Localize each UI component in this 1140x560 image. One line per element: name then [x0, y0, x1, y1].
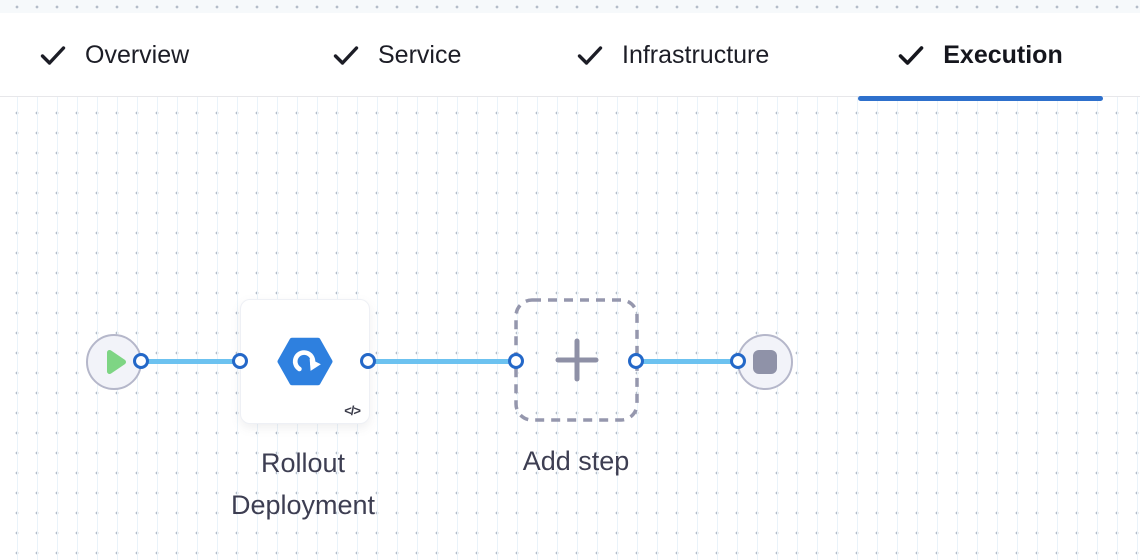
add-step-label: Add step	[522, 446, 630, 476]
tab-service[interactable]: Service	[333, 13, 461, 97]
connector-port[interactable]	[232, 353, 248, 369]
tab-label: Service	[378, 40, 462, 69]
connector-port[interactable]	[360, 353, 376, 369]
plus-icon	[555, 338, 598, 382]
check-icon	[898, 45, 924, 66]
add-step-button[interactable]	[514, 298, 639, 422]
check-icon	[577, 45, 603, 66]
tab-label: Overview	[85, 40, 190, 69]
connector-line	[368, 359, 516, 364]
connector-port[interactable]	[508, 353, 524, 369]
k8s-rollout-deployment-icon	[277, 337, 333, 386]
dashed-border	[514, 298, 639, 422]
step-label-rollout-deployment: Rollout Deployment	[230, 448, 376, 520]
connector-line	[636, 359, 738, 364]
code-icon: </>	[344, 403, 361, 418]
active-tab-underline	[858, 96, 1103, 101]
check-icon	[40, 45, 66, 66]
tab-execution[interactable]: Execution	[858, 13, 1103, 101]
tab-label: Execution	[943, 40, 1063, 69]
connector-port[interactable]	[730, 353, 746, 369]
connector-port[interactable]	[133, 353, 149, 369]
tab-label: Infrastructure	[622, 40, 770, 69]
step-rollout-deployment[interactable]: </>	[240, 299, 370, 424]
tab-infrastructure[interactable]: Infrastructure	[577, 13, 769, 97]
play-icon	[107, 350, 126, 374]
tab-overview[interactable]: Overview	[40, 13, 189, 97]
stage-setup-tabbar: Overview Service Infrastructure Executio…	[0, 13, 1140, 101]
pipeline-start-node	[86, 334, 142, 390]
connector-port[interactable]	[628, 353, 644, 369]
stop-icon	[753, 350, 777, 374]
check-icon	[333, 45, 359, 66]
connector-line	[141, 359, 240, 364]
top-canvas-strip	[0, 0, 1140, 13]
